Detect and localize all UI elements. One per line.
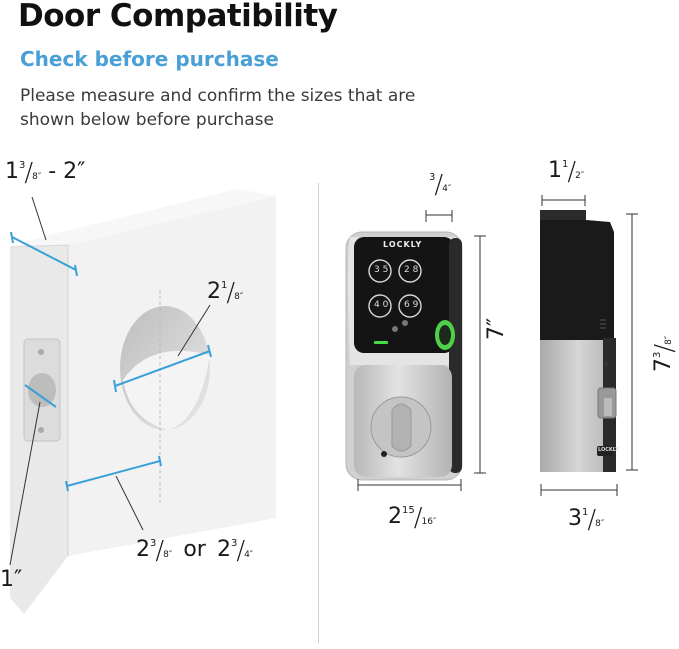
keypad-key[interactable]: 4 0 — [374, 300, 389, 310]
backset-label: 23/8″ or 23/4″ — [136, 536, 254, 566]
status-led — [374, 341, 388, 344]
side-lock-badge: LOCKLY — [598, 447, 619, 453]
side-badge — [597, 446, 613, 456]
front-lock — [345, 231, 463, 481]
latch-hole — [28, 373, 56, 407]
latch-hole-label: 1″ — [0, 567, 23, 592]
section-divider — [318, 183, 319, 643]
front-lock-width-label: 215/16″ — [388, 503, 437, 533]
keypad-key[interactable]: 2 8 — [404, 265, 419, 275]
page-subtitle: Check before purchase — [20, 47, 279, 71]
side-lock — [540, 210, 617, 472]
door-dimension-lines — [10, 231, 212, 492]
page-description: Please measure and confirm the sizes tha… — [20, 86, 416, 130]
screw-hole — [38, 349, 44, 355]
screw-hole — [38, 427, 44, 433]
front-lock-dimension-lines — [357, 210, 486, 491]
key-hole — [381, 451, 387, 457]
side-lock-depth-label: 11/2″ — [548, 157, 585, 187]
door-leader-lines — [9, 196, 211, 566]
front-lock-depth-label: 3/4″ — [429, 170, 452, 200]
front-lock-brand: LOCKLY — [383, 240, 423, 249]
keypad-key[interactable]: 6 9 — [404, 300, 419, 310]
keypad-key[interactable]: 3 5 — [374, 265, 389, 275]
bore-hole-label: 21/8″ — [207, 278, 244, 308]
lock-side-trim — [449, 238, 462, 473]
keypad-screen — [354, 237, 454, 353]
side-lock-dimension-lines — [540, 195, 638, 496]
side-lock-height-label: 73/8″ — [650, 335, 679, 372]
page-title: Door Compatibility — [18, 0, 338, 34]
door-thickness-label: 13/8″ - 2″ — [5, 158, 86, 188]
front-lock-height-label: 7″ — [484, 317, 509, 340]
side-lock-width-label: 31/8″ — [568, 505, 605, 535]
door-block — [9, 189, 276, 614]
